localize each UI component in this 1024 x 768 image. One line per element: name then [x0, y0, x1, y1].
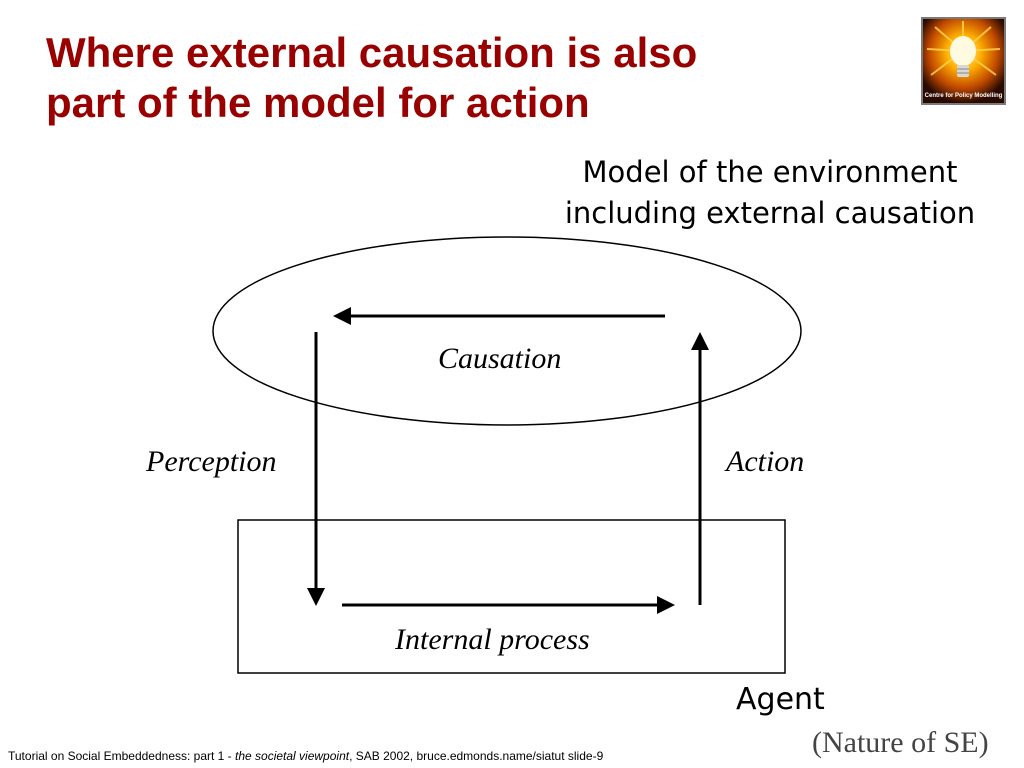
footer-emphasis: the societal viewpoint — [235, 749, 350, 763]
slide-title-line-1: Where external causation is also — [46, 29, 698, 76]
footer-prefix: Tutorial on Social Embeddedness: part 1 … — [8, 749, 236, 763]
slide-footer: Tutorial on Social Embeddedness: part 1 … — [8, 749, 603, 763]
lightbulb-icon — [923, 19, 1004, 103]
environment-label-line-2: including external causation — [564, 196, 976, 230]
agent-label: Agent — [736, 682, 825, 717]
cpm-logo: Centre for Policy Modelling — [921, 17, 1006, 105]
perception-label: Perception — [146, 445, 277, 478]
environment-ellipse — [212, 236, 802, 426]
logo-text: Centre for Policy Modelling — [924, 93, 1003, 99]
footer-suffix: , SAB 2002, bruce.edmonds.name/siatut sl… — [349, 749, 604, 763]
slide-title: Where external causation is also part of… — [46, 28, 886, 128]
internal-process-label: Internal process — [395, 623, 590, 656]
causation-label: Causation — [438, 342, 562, 375]
perception-arrow — [307, 332, 325, 606]
slide-title-line-2: part of the model for action — [46, 79, 590, 126]
internal-process-arrow — [342, 596, 675, 614]
causation-arrow — [333, 307, 665, 325]
action-arrow — [691, 332, 709, 605]
environment-label-line-1: Model of the environment — [582, 155, 958, 189]
agent-box — [237, 519, 786, 674]
environment-label: Model of the environment including exter… — [520, 152, 1020, 234]
action-label: Action — [726, 445, 805, 478]
nature-of-se-label: (Nature of SE) — [812, 726, 989, 759]
